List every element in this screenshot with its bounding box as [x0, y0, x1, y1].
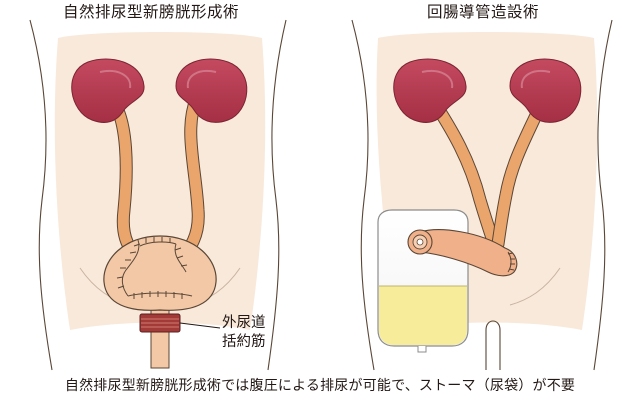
- right-genital-outline: [485, 320, 501, 370]
- external-urethral-sphincter: [139, 313, 181, 333]
- left-kidney-left: [71, 58, 145, 123]
- right-panel-illustration: [351, 19, 613, 371]
- urine-in-bag: [379, 286, 467, 345]
- sphincter-label-line2: 括約筋: [222, 334, 266, 350]
- right-torso-outline-left: [351, 19, 375, 371]
- sphincter-label-line1: 外尿道: [222, 315, 266, 331]
- right-kidney-left: [393, 58, 467, 123]
- neobladder: [103, 235, 217, 311]
- stoma: [407, 229, 433, 255]
- ileal-conduit: [419, 229, 518, 277]
- sphincter-label: 外尿道 括約筋: [222, 314, 266, 352]
- left-torso-outline-right: [267, 19, 287, 371]
- right-torso-outline-right: [593, 19, 613, 371]
- right-panel-title: 回腸導管造設術: [427, 3, 540, 21]
- left-torso-outline-left: [29, 19, 53, 371]
- left-panel-illustration: [29, 19, 287, 371]
- left-panel-title: 自然排尿型新膀胱形成術: [63, 3, 240, 21]
- neobladder-sutures: [116, 237, 193, 299]
- sphincter-callout-leader: [179, 322, 221, 329]
- figure-caption: 自然排尿型新膀胱形成術では腹圧による排尿が可能で、ストーマ（尿袋）が不要: [64, 378, 576, 394]
- conduit-suture: [507, 251, 515, 273]
